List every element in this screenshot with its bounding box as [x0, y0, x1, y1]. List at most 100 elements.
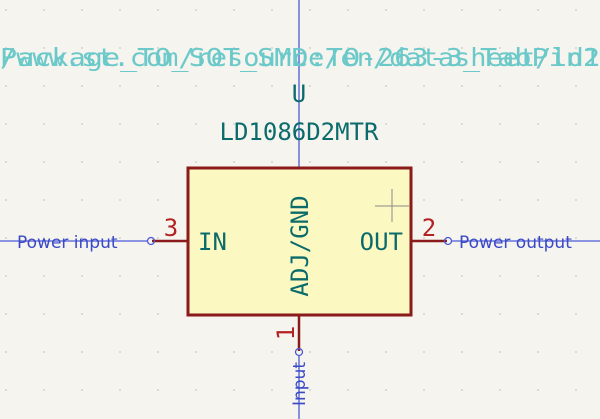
grid-dot [157, 85, 159, 87]
grid-dot [119, 47, 121, 49]
grid-dot [233, 351, 235, 353]
grid-dot [195, 351, 197, 353]
grid-dot [157, 237, 159, 239]
grid-dot [461, 85, 463, 87]
grid-dot [271, 9, 273, 11]
grid-dot [347, 161, 349, 163]
grid-dot [43, 47, 45, 49]
grid-dot [43, 389, 45, 391]
grid-dot [499, 85, 501, 87]
grid-dot [5, 47, 7, 49]
grid-dot [43, 161, 45, 163]
grid-dot [233, 85, 235, 87]
component-body[interactable] [186, 166, 413, 317]
grid-dot [5, 351, 7, 353]
grid-dot [461, 313, 463, 315]
grid-dot [5, 9, 7, 11]
grid-dot [233, 161, 235, 163]
grid-dot [81, 123, 83, 125]
pin-2-endpoint[interactable] [443, 236, 453, 246]
footprint-field-a[interactable]: Package_TO_SOT_SMD:TO-263-3_TabPin2 [0, 43, 600, 72]
grid-dot [423, 351, 425, 353]
grid-dot [499, 161, 501, 163]
grid-dot [385, 47, 387, 49]
grid-dot [575, 161, 577, 163]
grid-dot [499, 47, 501, 49]
grid-dot [81, 389, 83, 391]
grid-dot [271, 161, 273, 163]
pin-adj-name: ADJ/GND [286, 195, 314, 296]
grid-dot [423, 9, 425, 11]
grid-dot [195, 389, 197, 391]
pin-2-number: 2 [422, 214, 436, 242]
cursor-crosshair-icon [375, 189, 409, 222]
grid-dot [5, 85, 7, 87]
grid-dot [81, 351, 83, 353]
grid-dot [81, 199, 83, 201]
grid-dot [119, 85, 121, 87]
grid-dot [81, 47, 83, 49]
grid-dot [575, 199, 577, 201]
grid-dot [119, 275, 121, 277]
grid-dot [43, 199, 45, 201]
grid-dot [5, 275, 7, 277]
grid-dot [309, 85, 311, 87]
grid-dot [499, 389, 501, 391]
pin-3-endpoint[interactable] [146, 236, 156, 246]
net-label-input[interactable]: Input [290, 362, 310, 406]
grid-dot [5, 199, 7, 201]
grid-dot [423, 47, 425, 49]
grid-dot [499, 9, 501, 11]
pin-endpoints [146, 236, 453, 357]
pin-lines [152, 239, 447, 351]
grid-dot [499, 351, 501, 353]
grid-dot [5, 313, 7, 315]
grid-dot [119, 123, 121, 125]
grid-dot [119, 161, 121, 163]
grid-dot [157, 123, 159, 125]
grid-dot [423, 123, 425, 125]
net-label-power-output[interactable]: Power output [459, 233, 572, 253]
grid-dot [81, 161, 83, 163]
grid-dot [575, 351, 577, 353]
grid-dot [537, 313, 539, 315]
grid-dot [81, 9, 83, 11]
grid-dot [385, 351, 387, 353]
grid-dot [499, 237, 501, 239]
grid-dot [461, 9, 463, 11]
grid-dot [43, 9, 45, 11]
grid-dot [43, 123, 45, 125]
grid-dot [157, 199, 159, 201]
grid-dot [537, 199, 539, 201]
grid-dot [347, 123, 349, 125]
component-value[interactable]: LD1086D2MTR [220, 118, 379, 146]
grid-dot [499, 199, 501, 201]
grid-dot [575, 389, 577, 391]
grid-dot [195, 123, 197, 125]
grid-dot [499, 313, 501, 315]
pin-1-endpoint[interactable] [294, 347, 304, 357]
net-label-power-input[interactable]: Power input [17, 233, 118, 253]
grid-dot [575, 9, 577, 11]
grid-dot [461, 237, 463, 239]
grid-dot [423, 313, 425, 315]
grid-dot [461, 47, 463, 49]
grid-dot [81, 275, 83, 277]
grid-dot [423, 199, 425, 201]
grid-dot [347, 47, 349, 49]
grid-dot [347, 351, 349, 353]
grid-dot [385, 161, 387, 163]
grid-dot [43, 313, 45, 315]
grid-dot [537, 351, 539, 353]
component-reference[interactable]: U [292, 80, 306, 108]
grid-dot [233, 9, 235, 11]
footprint-field-b[interactable]: /www.st.com/resource/en/datasheet/ld1 [0, 43, 600, 72]
grid-dot [385, 9, 387, 11]
grid-dot [347, 9, 349, 11]
grid-dot [575, 237, 577, 239]
grid-dot [385, 123, 387, 125]
pin-out-name: OUT [360, 228, 403, 256]
grid-dot [309, 161, 311, 163]
grid-dot [461, 161, 463, 163]
